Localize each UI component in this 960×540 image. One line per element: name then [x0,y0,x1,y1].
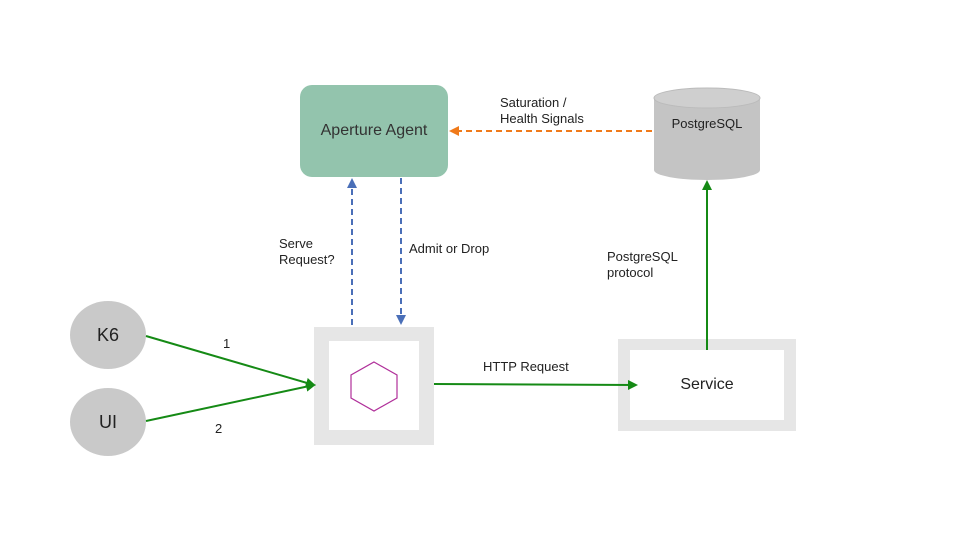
k6-client-node [70,301,146,369]
k6-label: K6 [96,324,120,345]
saturation-label-line2: Health Signals [500,111,584,126]
postgres-label: PostgreSQL [671,115,743,131]
k6-edge-label: 1 [223,336,231,351]
postgres-database-icon [653,87,761,180]
ui-to-proxy-arrow [145,381,316,422]
serve-request-label-line1: Serve [279,236,313,251]
aperture-agent-label: Aperture Agent [320,122,428,139]
hexagon-icon [350,361,398,412]
service-inner-box [630,350,784,420]
postgres-protocol-label-line1: PostgreSQL [607,249,678,264]
postgres-protocol-label-line2: protocol [607,265,654,280]
http-request-label: HTTP Request [483,359,569,374]
aperture-agent-box [300,85,448,177]
ui-client-node [70,388,146,456]
k6-to-proxy-arrow [145,335,316,388]
proxy-inner-box [329,341,419,430]
saturation-label-line1: Saturation / [500,95,567,110]
ui-label: UI [99,411,117,432]
service-label: Service [680,376,734,393]
serve-request-label-line2: Request? [279,252,335,267]
http-request-arrow [433,379,638,390]
admit-or-drop-label: Admit or Drop [409,241,490,256]
ui-edge-label: 2 [215,421,223,436]
